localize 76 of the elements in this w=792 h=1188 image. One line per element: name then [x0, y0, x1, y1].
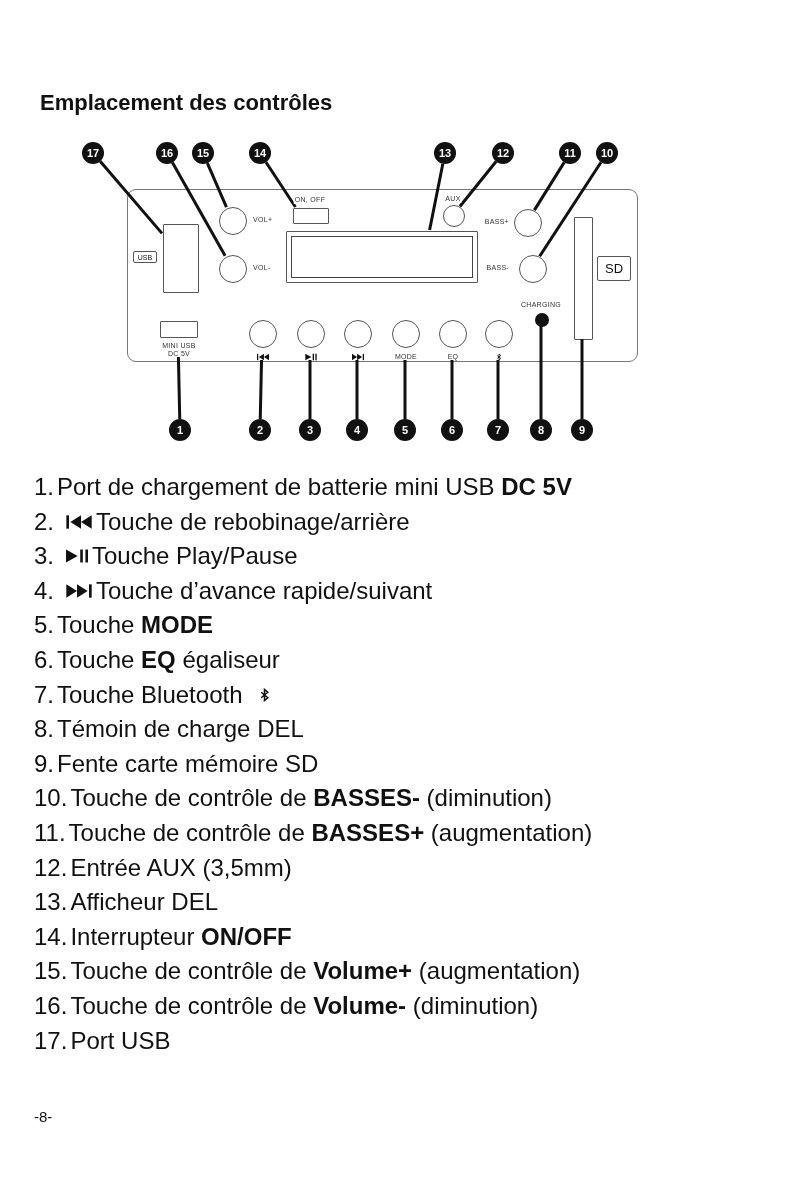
callout-number: 3: [299, 419, 321, 441]
item-description: Touche Play/Pause: [92, 542, 298, 571]
item-description: Afficheur DEL: [70, 888, 218, 917]
item-number: 10.: [34, 784, 68, 813]
leader-line: [206, 162, 228, 208]
item-description: Fente carte mémoire SD: [57, 749, 319, 778]
item-number: 4.: [34, 576, 54, 605]
leader-line: [258, 359, 264, 420]
item-number: 14.: [34, 922, 68, 951]
callout-number: 12: [492, 142, 514, 164]
item-number: 16.: [34, 992, 68, 1020]
item-description: Touche d’avance rapide/suivant: [96, 576, 433, 605]
leader-line: [533, 161, 566, 211]
callout-number: 9: [571, 419, 593, 441]
item-number: 2.: [34, 507, 54, 536]
item-description: Touche Bluetooth: [57, 680, 243, 709]
callout-number: 2: [249, 419, 271, 441]
item-number: 1.: [34, 473, 54, 501]
callout-number: 5: [394, 419, 416, 441]
leader-line: [538, 161, 603, 258]
leader-line: [450, 360, 454, 419]
callout-number: 17: [82, 142, 104, 164]
callout-number: 6: [441, 419, 463, 441]
callout-number: 14: [249, 142, 271, 164]
callout-number: 4: [346, 419, 368, 441]
title: Emplacement des contrôles: [40, 90, 333, 116]
item-number: 3.: [34, 542, 54, 571]
item-description: Touche de contrôle de Volume+ (augmentation): [70, 957, 581, 986]
item-description: Interrupteur ON/OFF: [70, 922, 292, 951]
charging-led: [535, 313, 549, 327]
item-description: Touche de contrôle de Volume- (diminution): [70, 992, 539, 1020]
leader-line: [580, 339, 584, 419]
item-number: 12.: [34, 853, 68, 882]
item-number: 15.: [34, 957, 68, 986]
leader-line: [355, 360, 359, 419]
sd-card-slot: [574, 217, 593, 340]
item-description: Port de chargement de batterie mini USB DC 5V: [57, 473, 572, 501]
item-number: 17.: [34, 1026, 68, 1055]
callout-number: 1: [169, 419, 191, 441]
item-number: 5.: [34, 611, 54, 640]
display-screen: [286, 231, 478, 283]
item-number: 8.: [34, 715, 54, 744]
item-number: 6.: [34, 646, 54, 674]
leader-line: [264, 161, 297, 208]
port-tag: SD: [597, 256, 631, 281]
leader-line: [458, 160, 498, 208]
leader-line: [403, 360, 407, 419]
leader-line: [428, 163, 445, 231]
leader-line: [176, 356, 182, 420]
leader-line: [496, 360, 500, 419]
callout-number: 10: [596, 142, 618, 164]
leader-line: [539, 326, 543, 419]
power-switch: [293, 208, 329, 224]
callout-number: 16: [156, 142, 178, 164]
callout-number: 13: [434, 142, 456, 164]
item-description: Touche EQ égaliseur: [57, 646, 280, 674]
callout-number: 15: [192, 142, 214, 164]
item-description: Touche de rebobinage/arrière: [96, 507, 410, 536]
item-description: Touche de contrôle de BASSES+ (augmentation): [68, 819, 593, 847]
leader-line: [99, 160, 164, 235]
item-number: 7.: [34, 680, 54, 709]
usb-port: [163, 224, 199, 293]
item-description: Touche MODE: [57, 611, 214, 640]
item-description: Touche de contrôle de BASSES- (diminution): [70, 784, 552, 813]
item-number: 13.: [34, 888, 68, 917]
callout-number: 11: [559, 142, 581, 164]
page-number: -8-: [34, 1108, 53, 1125]
item-number: 9.: [34, 749, 54, 778]
leader-line: [171, 161, 227, 257]
item-description: Entrée AUX (3,5mm): [70, 853, 292, 882]
item-description: Témoin de charge DEL: [57, 715, 304, 744]
leader-line: [308, 360, 312, 419]
callout-number: 7: [487, 419, 509, 441]
callout-number: 8: [530, 419, 552, 441]
item-number: 11.: [34, 819, 66, 847]
item-description: Port USB: [70, 1026, 171, 1055]
